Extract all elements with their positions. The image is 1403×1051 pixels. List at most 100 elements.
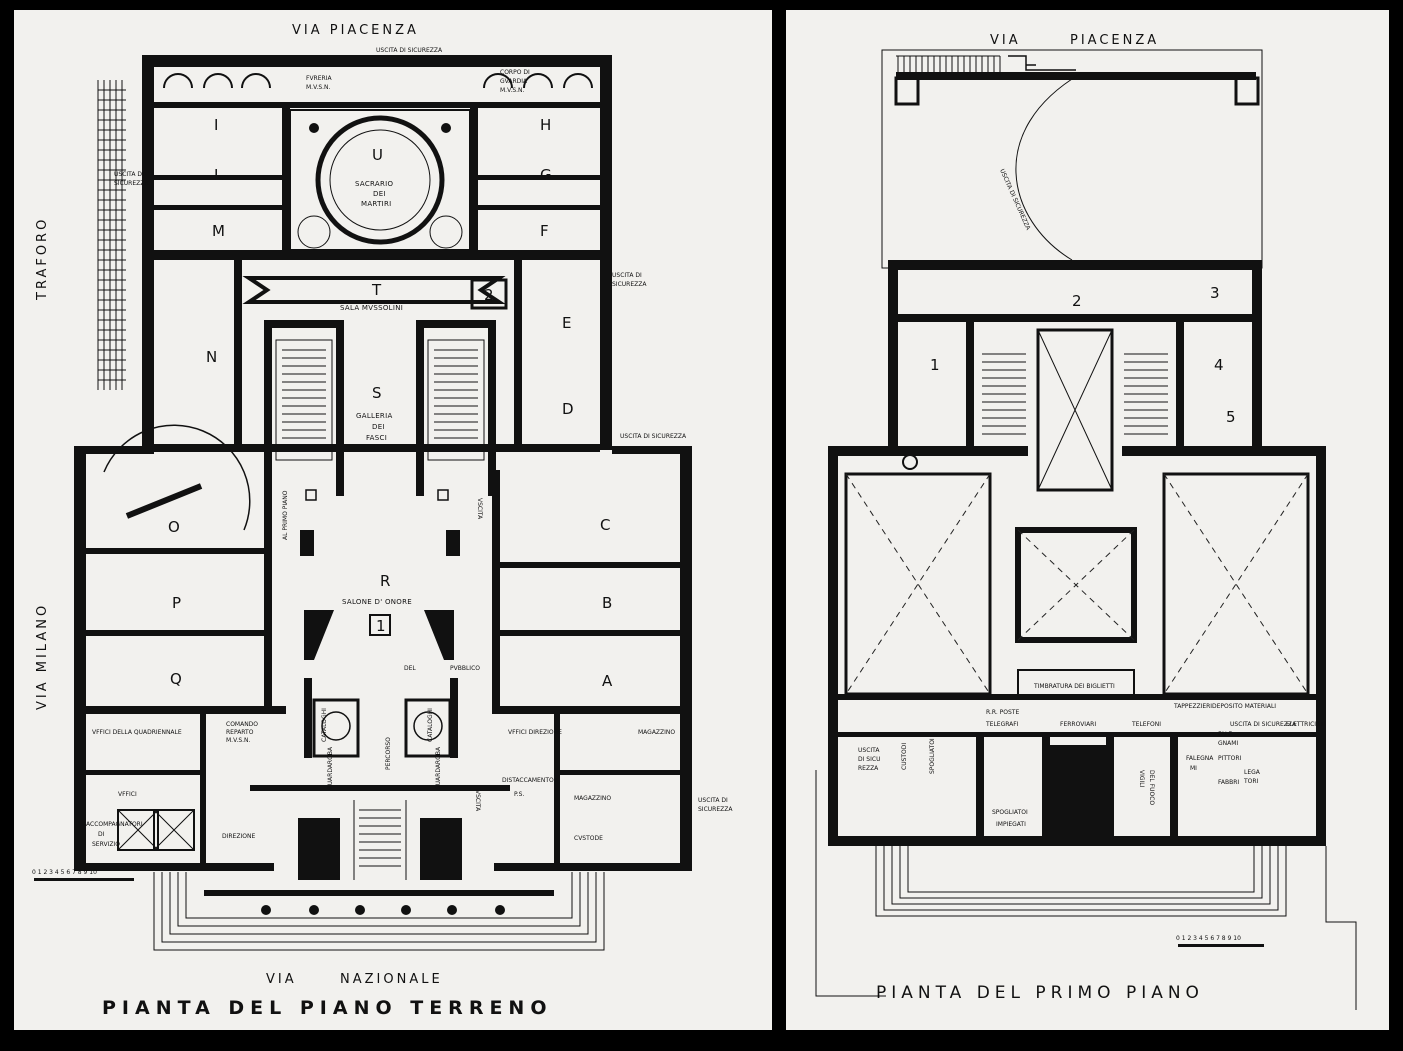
custodi: CUSTODI: [901, 743, 908, 770]
uscita-vertical: VSCITA: [476, 498, 483, 520]
direzione: DIREZIONE: [222, 833, 255, 840]
room-5-ff: 5: [1226, 408, 1236, 426]
deposito: DEPOSITO MATERIALI: [1212, 703, 1276, 710]
accompagnatori-1: ACCOMPAGNATORI: [86, 821, 143, 828]
room-M: M: [212, 222, 225, 240]
room-2: 2: [484, 286, 494, 304]
uscita-right-1: USCITA DI: [612, 272, 642, 279]
room-A: A: [602, 672, 613, 690]
legatori-1: LEGA: [1244, 769, 1261, 776]
room-3-ff: 3: [1210, 284, 1220, 302]
uffici-direzione: VFFICI DIREZIONE: [508, 729, 562, 736]
telegrafi: TELEGRAFI: [985, 721, 1019, 728]
ground-floor-title: PIANTA DEL PIANO TERRENO: [102, 997, 552, 1019]
room-L: L: [214, 166, 223, 184]
cataloghi-left: CATALOGHI: [321, 708, 328, 742]
uscita-r: USCITA DI SICUREZZA: [1230, 721, 1297, 728]
first-floor-plan: 0 1 2 3 4 5 6 7 8 9 10 VIA PIACENZA USCI…: [786, 10, 1389, 1030]
bottom-steps: [153, 872, 605, 951]
percorso: PERCORSO: [385, 737, 392, 770]
north-arches: [163, 73, 593, 89]
room-N: N: [206, 348, 217, 366]
furieria-1: FVRERIA: [306, 75, 332, 82]
ground-floor-plan: 0 1 2 3 4 5 6 7 8 9 10 VIA PIACENZA VIA …: [14, 10, 772, 1030]
south-block-walls: [74, 446, 692, 871]
entrance-porch: [250, 785, 510, 880]
corpo-1: CORPO DI: [500, 69, 530, 76]
scale-bar-left: 0 1 2 3 4 5 6 7 8 9 10: [32, 869, 134, 881]
galleria-line1: GALLERIA: [356, 412, 393, 420]
room-T: T: [371, 281, 382, 299]
uscita-left-2: SICUREZZA: [114, 180, 149, 187]
comando-2: REPARTO: [226, 729, 254, 736]
sacrario-line3: MARTIRI: [361, 200, 392, 208]
sacrario-line1: SACRARIO: [355, 180, 394, 188]
lower-ramps: [815, 770, 1357, 1010]
uscita-mid: USCITA DI SICUREZZA: [620, 433, 687, 440]
accompagnatori-2: DI: [98, 831, 105, 838]
furieria-2: M.V.S.N.: [306, 84, 331, 91]
magazzino: MAGAZZINO: [574, 795, 611, 802]
first-floor-title: PIANTA DEL PRIMO PIANO: [876, 983, 1204, 1003]
main-block-walls: [828, 446, 1326, 846]
room-G: G: [540, 166, 552, 184]
room-B: B: [602, 594, 612, 612]
scale-label-right: 0 1 2 3 4 5 6 7 8 9 10: [1176, 935, 1241, 942]
ferroviari: FERROVIARI: [1060, 721, 1096, 728]
room-C: C: [600, 516, 610, 534]
stairs-right: [434, 349, 478, 447]
uffici: VFFICI: [118, 791, 137, 798]
corpo-2: GVARDIA: [500, 78, 528, 85]
falegnami-1: FALE-: [1218, 731, 1234, 738]
magazzino-small: MAGAZZINO: [638, 729, 675, 736]
room-D: D: [562, 400, 574, 418]
uscita-top: USCITA DI SICUREZZA: [376, 47, 443, 54]
galleria-line3: FASCI: [366, 434, 387, 442]
falegnami-2: GNAMI: [1218, 740, 1238, 747]
catalog-rooms: [304, 678, 458, 758]
upper-block-walls: [888, 260, 1262, 492]
comando-1: COMANDO: [226, 721, 258, 728]
stairs-left: [282, 349, 326, 447]
uscita-l-2: DI SICU: [858, 756, 880, 763]
service-boxes: [117, 489, 449, 851]
room-F: F: [540, 222, 549, 240]
distaccamento: DISTACCAMENTO: [502, 777, 554, 784]
falegnami-b: FALEGNA: [1186, 755, 1214, 762]
fabbri: FABBRI: [1218, 779, 1239, 786]
street-top-name: PIACENZA: [1070, 33, 1159, 48]
rr-poste: R.R. POSTE: [986, 709, 1019, 716]
room-o-partition: [125, 483, 203, 519]
ground-floor-drawing: 0 1 2 3 4 5 6 7 8 9 10 VIA PIACENZA VIA …: [32, 23, 733, 1019]
tappezzieri: TAPPEZZIERI: [1173, 703, 1212, 710]
salone-onore: SALONE D' ONORE: [342, 598, 412, 606]
terrace: [881, 49, 1263, 269]
uscita-right-2: SICUREZZA: [612, 281, 647, 288]
uscita-bottom: VSCITA: [474, 790, 481, 812]
room-o-arc: [103, 424, 251, 531]
street-traforo: TRAFORO: [35, 217, 50, 301]
guardaroba-right: GUARDAROBA: [435, 746, 442, 790]
room-2-box: [470, 278, 508, 310]
room-I: I: [214, 116, 218, 134]
sacrario-line2: DEI: [373, 190, 386, 198]
spogliatoi-imp-2: IMPIEGATI: [996, 821, 1026, 828]
uscita-br-1: USCITA DI: [698, 797, 728, 804]
first-floor-drawing: 0 1 2 3 4 5 6 7 8 9 10 VIA PIACENZA USCI…: [815, 33, 1357, 1010]
uscita-br-2: SICUREZZA: [698, 806, 733, 813]
corpo-3: M.V.S.N.: [500, 87, 525, 94]
scale-bar-right: 0 1 2 3 4 5 6 7 8 9 10: [1176, 935, 1264, 947]
room-H: H: [540, 116, 551, 134]
room-R: R: [380, 572, 390, 590]
percorso-pubblico: PVBBLICO: [450, 665, 480, 672]
comando-3: M.V.S.N.: [226, 737, 251, 744]
street-bottom-name: NAZIONALE: [340, 972, 443, 987]
ps: P.S.: [514, 791, 524, 798]
galleria-line2: DEI: [372, 423, 385, 431]
street-bottom-via: VIA: [266, 972, 297, 987]
guardaroba-left: GUARDAROBA: [327, 746, 334, 790]
street-top-via: VIA: [990, 33, 1021, 48]
sacrario-circle: [289, 109, 471, 251]
street-left: VIA MILANO: [35, 603, 50, 710]
uscita-left-1: USCITA DI: [114, 171, 144, 178]
